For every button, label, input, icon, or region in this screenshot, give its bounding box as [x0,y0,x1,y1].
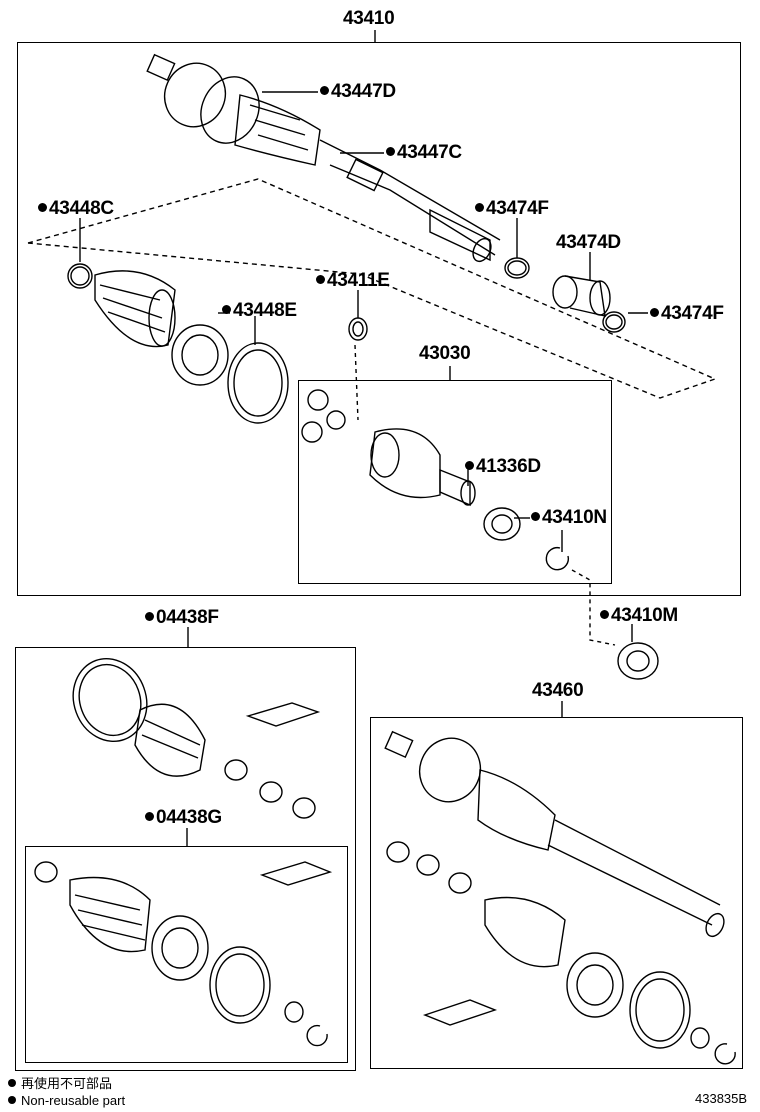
non-reusable-dot-icon [38,203,47,212]
non-reusable-dot-icon [650,308,659,317]
non-reusable-dot-icon [531,512,540,521]
non-reusable-dot-icon [320,86,329,95]
label-43411E: 43411E [316,271,390,291]
legend-english: Non-reusable part [8,1093,125,1109]
clamp-43474F-side [603,312,625,332]
legend-dot-icon [8,1096,16,1104]
non-reusable-dot-icon [145,812,154,821]
clamp-43448C [68,264,92,288]
frame-04438F [15,647,356,1071]
legend-dot-icon [8,1079,16,1087]
non-reusable-dot-icon [600,610,609,619]
non-reusable-dot-icon [145,612,154,621]
inner-joint-43030 [302,390,475,505]
label-43447C: 43447C [386,143,462,163]
dashed-link-41336 [355,345,358,420]
label-43460: 43460 [532,680,584,701]
non-reusable-dot-icon [386,147,395,156]
snap-ring-43410N [546,548,568,570]
seal-41336D [484,508,520,540]
non-reusable-dot-icon [465,461,474,470]
frame-04438G [25,846,348,1063]
non-reusable-dot-icon [222,305,231,314]
shaft-assembly-top [147,54,500,265]
legend-japanese: 再使用不可部品 [8,1076,112,1092]
housing-43448E-ring [172,325,228,385]
label-43474F-top: 43474F [475,199,549,219]
label-41336D: 41336D [465,457,541,477]
label-04438F: 04438F [145,608,219,628]
boot-clamp-large [228,343,288,423]
shaft-assembly-43460-art [385,729,735,1064]
label-43410M: 43410M [600,606,678,626]
dashed-link-43410M [572,570,615,645]
seal-43410M [618,643,658,679]
dashed-envelope [28,179,715,398]
label-04438G: 04438G [145,808,222,828]
label-43448C: 43448C [38,199,114,219]
boot-inner-left [95,271,175,347]
kit-04438G-art [35,862,330,1046]
label-43474D: 43474D [556,232,621,253]
kit-04438F-art [62,648,318,818]
clamp-43474F-top [505,258,529,278]
frame-43460 [370,717,743,1069]
label-43410N: 43410N [531,508,607,528]
non-reusable-dot-icon [316,275,325,284]
frame-43030 [298,380,612,584]
non-reusable-dot-icon [475,203,484,212]
frame-43410 [17,42,741,596]
label-43474F-side: 43474F [650,304,724,324]
reference-code: 433835B [695,1091,748,1106]
ring-43411E [349,318,367,340]
label-43410: 43410 [343,8,395,29]
label-43448E: 43448E [222,301,297,321]
label-43447D: 43447D [320,82,396,102]
dynamic-damper-43474D [553,276,610,316]
label-43030: 43030 [419,343,471,364]
